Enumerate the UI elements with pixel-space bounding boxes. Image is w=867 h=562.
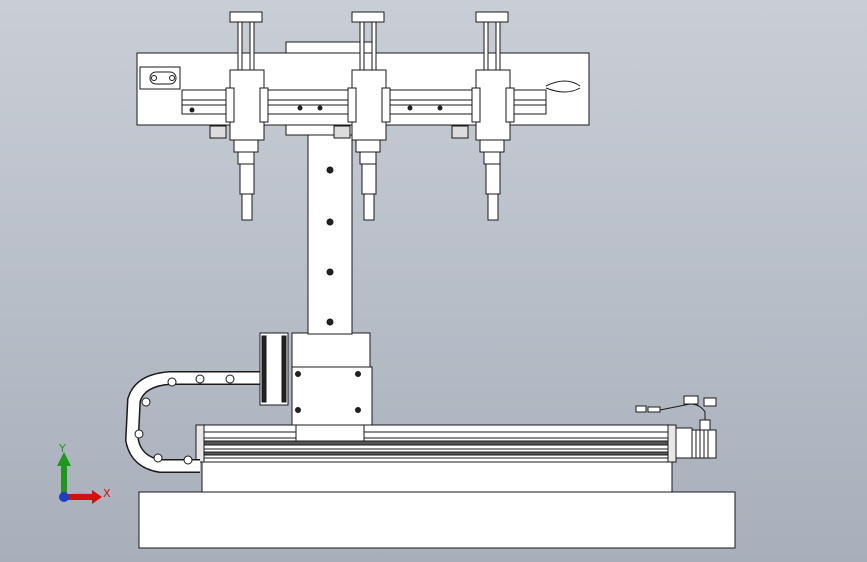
gripper-unit-1 bbox=[209, 11, 269, 221]
z-axis-dot bbox=[59, 492, 69, 502]
base-block bbox=[138, 491, 736, 549]
carriage-block bbox=[291, 332, 373, 442]
gripper-unit-3 bbox=[451, 11, 515, 221]
vertical-column bbox=[307, 133, 353, 335]
y-axis-label: Y bbox=[59, 442, 66, 455]
linear-module-x bbox=[195, 424, 677, 463]
y-axis-arrow bbox=[61, 464, 67, 494]
servo-motor bbox=[635, 395, 717, 459]
x-axis-label: X bbox=[103, 487, 111, 500]
cable-chain bbox=[124, 371, 262, 473]
module-support bbox=[201, 461, 673, 493]
chain-bracket bbox=[259, 332, 289, 406]
x-axis-arrow bbox=[64, 494, 94, 500]
axis-triad bbox=[57, 452, 102, 504]
gripper-unit-2 bbox=[333, 11, 391, 221]
